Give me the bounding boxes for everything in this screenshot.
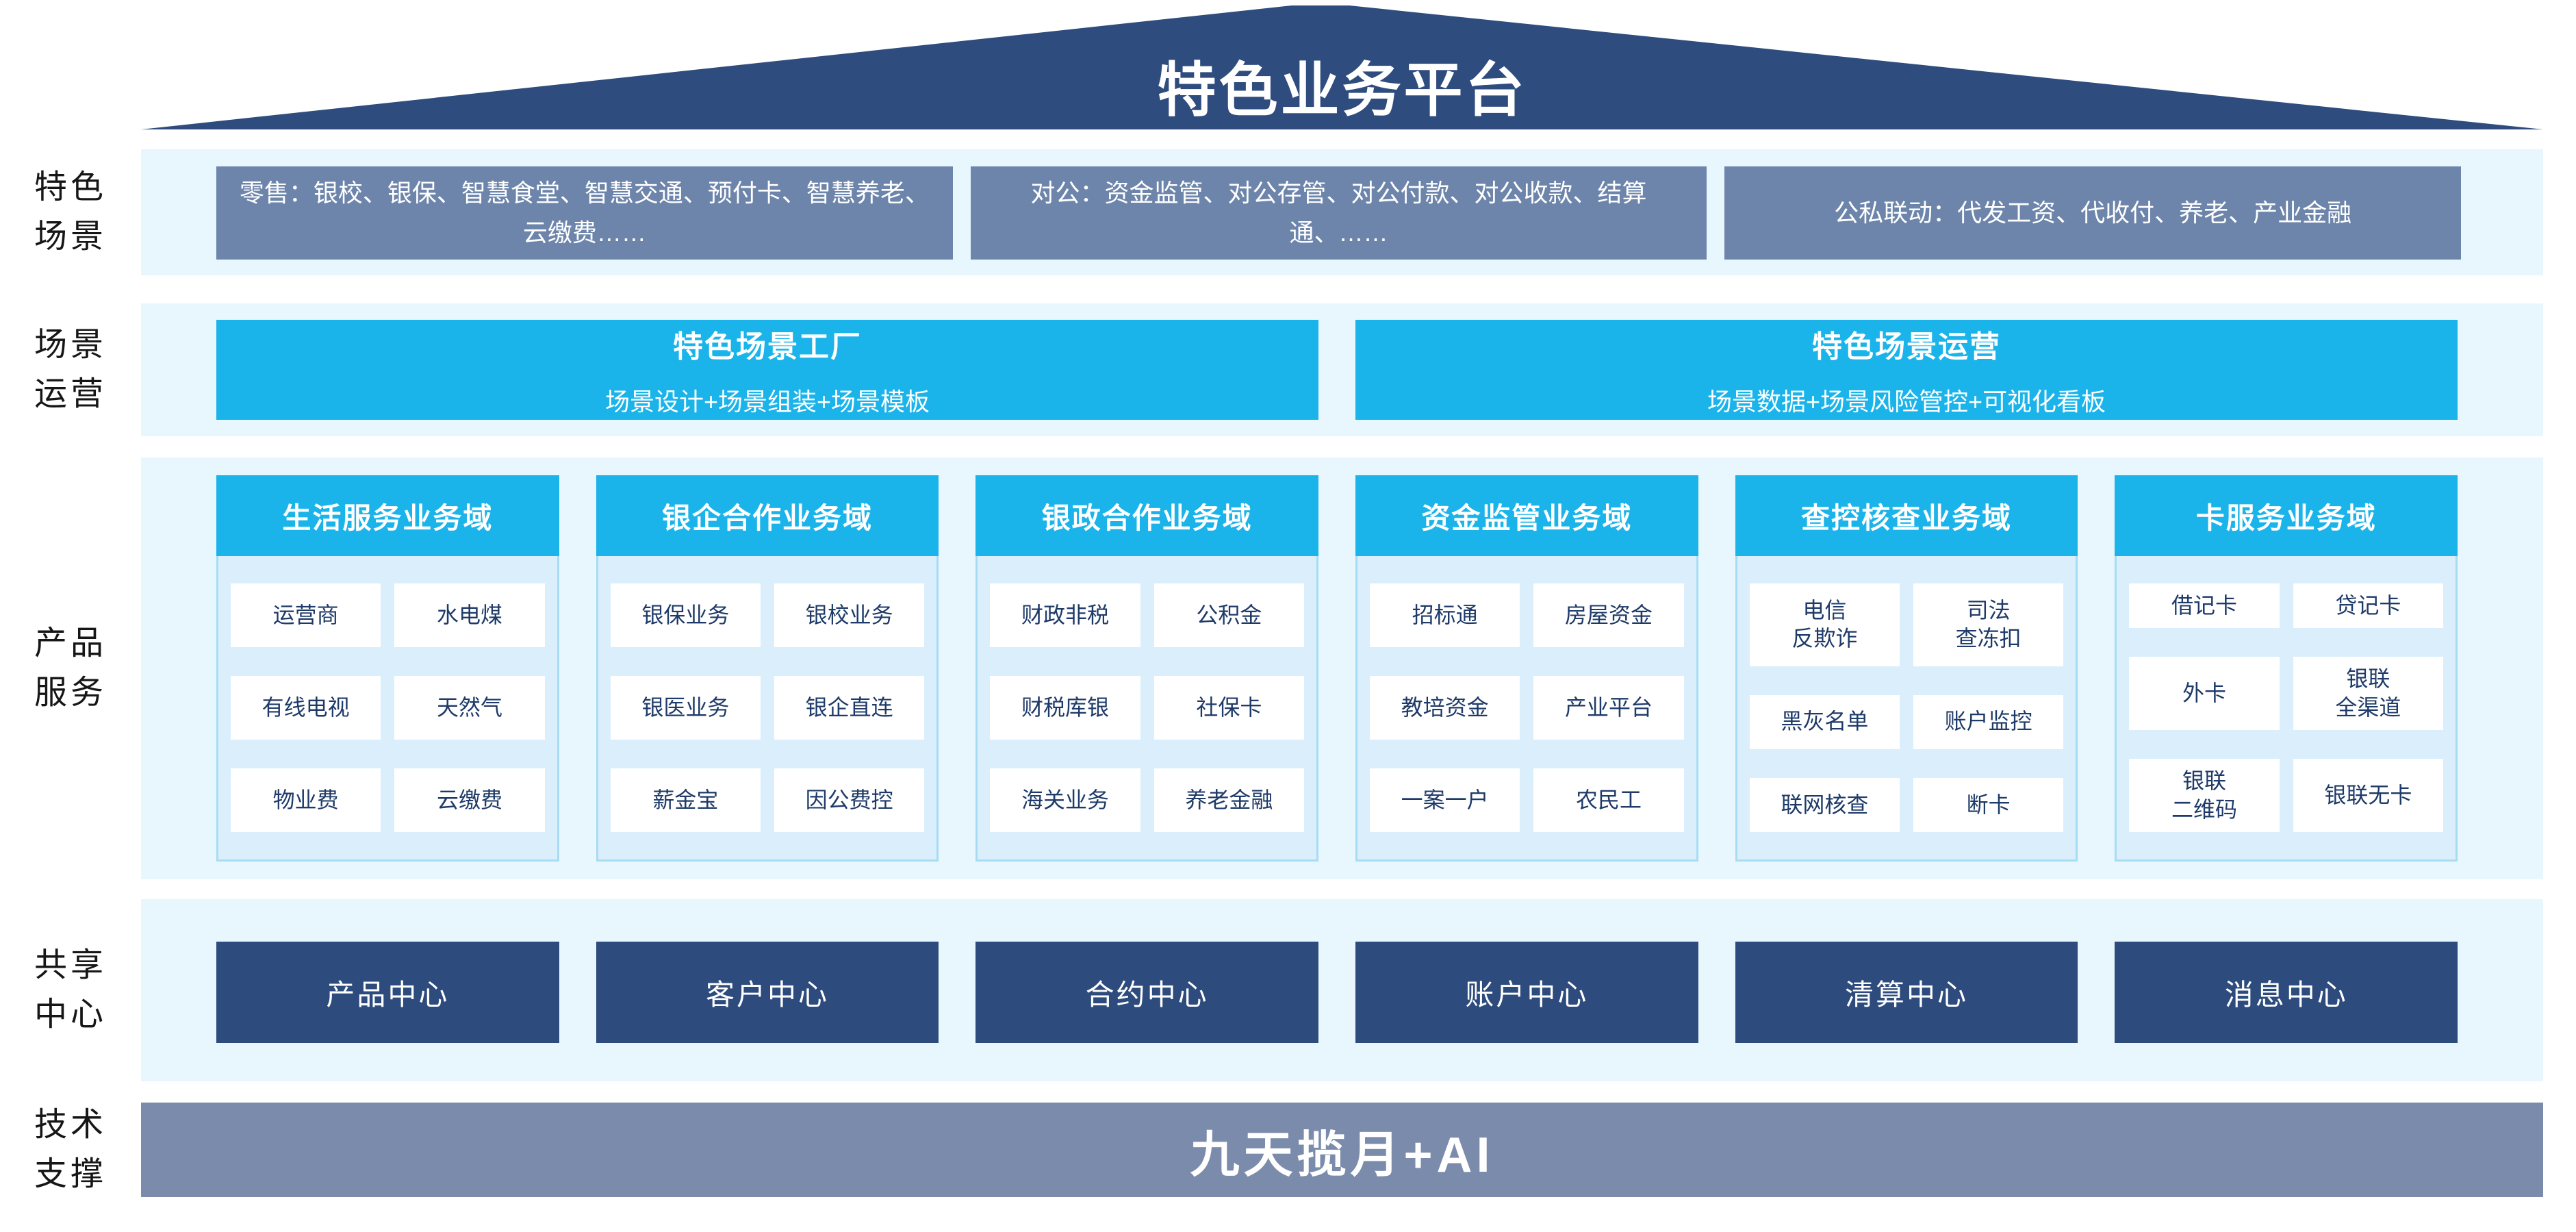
side-label-operations: 场景 运营: [34, 327, 107, 412]
product-column-bank-enterprise: 银企合作业务域 银保业务 银校业务 银医业务 银企直连 薪金宝 因公费控: [596, 475, 939, 862]
product-cell: 银联 二维码: [2129, 759, 2280, 832]
product-cell: 房屋资金: [1533, 583, 1684, 647]
product-cell: 账户监控: [1913, 694, 2064, 749]
product-cell: 薪金宝: [610, 768, 761, 832]
product-cell: 公积金: [1153, 583, 1305, 647]
product-column-card-services: 卡服务业务域 借记卡 贷记卡 外卡 银联 全渠道 银联 二维码 银联无卡: [2115, 475, 2458, 862]
product-cell: 银企直连: [774, 676, 925, 740]
product-column-header: 查控核查业务域: [1735, 475, 2078, 556]
shared-center-clearing: 清算中心: [1735, 942, 2078, 1043]
product-cell: 水电煤: [394, 583, 545, 647]
product-column-header: 银企合作业务域: [596, 475, 939, 556]
product-column-body: 借记卡 贷记卡 外卡 银联 全渠道 银联 二维码 银联无卡: [2115, 556, 2458, 862]
op-box-scene-operation: 特色场景运营 场景数据+场景风险管控+可视化看板: [1355, 320, 2458, 420]
product-column-body: 财政非税 公积金 财税库银 社保卡 海关业务 养老金融: [975, 556, 1319, 862]
product-cell: 教培资金: [1370, 676, 1520, 740]
product-column-body: 电信 反欺诈 司法 查冻扣 黑灰名单 账户监控 联网核查 断卡: [1735, 556, 2078, 862]
roof-title: 特色业务平台: [1157, 58, 1527, 123]
product-column-header: 资金监管业务域: [1355, 475, 1698, 556]
product-cell: 一案一户: [1370, 768, 1520, 832]
product-cell: 银保业务: [610, 583, 761, 647]
product-cell: 银校业务: [774, 583, 925, 647]
product-column-body: 银保业务 银校业务 银医业务 银企直连 薪金宝 因公费控: [596, 556, 939, 862]
product-cell: 产业平台: [1533, 676, 1684, 740]
product-cell: 招标通: [1370, 583, 1520, 647]
op-box-title: 特色场景运营: [1812, 330, 2001, 364]
product-cell: 外卡: [2129, 657, 2280, 731]
scene-box-public-private: 公私联动：代发工资、代收付、养老、产业金融: [1724, 166, 2462, 260]
product-cell: 借记卡: [2129, 583, 2280, 629]
product-cell: 天然气: [394, 676, 545, 740]
product-cell: 贷记卡: [2293, 583, 2444, 629]
scene-box-corporate: 对公：资金监管、对公存管、对公付款、对公收款、结算通、……: [970, 166, 1707, 260]
product-cell: 银联无卡: [2293, 759, 2444, 832]
product-cell: 运营商: [231, 583, 381, 647]
product-column-body: 招标通 房屋资金 教培资金 产业平台 一案一户 农民工: [1355, 556, 1698, 862]
product-column-body: 运营商 水电煤 有线电视 天然气 物业费 云缴费: [216, 556, 559, 862]
shared-center-message: 消息中心: [2115, 942, 2458, 1043]
op-box-title: 特色场景工厂: [673, 330, 862, 364]
side-label-tech-support: 技术 支撑: [34, 1107, 107, 1192]
side-label-products: 产品 服务: [34, 625, 107, 711]
product-column-header: 卡服务业务域: [2115, 475, 2458, 556]
shared-center-customer: 客户中心: [596, 942, 939, 1043]
product-column-inquiry-control: 查控核查业务域 电信 反欺诈 司法 查冻扣 黑灰名单 账户监控 联网核查 断卡: [1735, 475, 2078, 862]
scene-box-retail: 零售：银校、银保、智慧食堂、智慧交通、预付卡、智慧养老、云缴费……: [216, 166, 953, 260]
product-cell: 物业费: [231, 768, 381, 832]
product-cell: 黑灰名单: [1749, 694, 1900, 749]
product-cell: 因公费控: [774, 768, 925, 832]
product-column-bank-government: 银政合作业务域 财政非税 公积金 财税库银 社保卡 海关业务 养老金融: [975, 475, 1319, 862]
product-cell: 有线电视: [231, 676, 381, 740]
product-cell: 银医业务: [610, 676, 761, 740]
band-shared-centers: 产品中心 客户中心 合约中心 账户中心 清算中心 消息中心: [141, 899, 2543, 1081]
tech-support-banner: 九天揽月+AI: [141, 1103, 2543, 1197]
op-box-subtitle: 场景设计+场景组装+场景模板: [604, 388, 930, 416]
product-cell: 社保卡: [1153, 676, 1305, 740]
op-box-subtitle: 场景数据+场景风险管控+可视化看板: [1707, 388, 2106, 416]
band-product-services: 生活服务业务域 运营商 水电煤 有线电视 天然气 物业费 云缴费 银企合作业务域…: [141, 457, 2543, 879]
product-cell: 电信 反欺诈: [1749, 583, 1900, 666]
band-scene-operations: 特色场景工厂 场景设计+场景组装+场景模板 特色场景运营 场景数据+场景风险管控…: [141, 303, 2543, 436]
side-label-shared-centers: 共享 中心: [34, 947, 107, 1033]
op-box-scene-factory: 特色场景工厂 场景设计+场景组装+场景模板: [216, 320, 1318, 420]
product-column-header: 生活服务业务域: [216, 475, 559, 556]
shared-center-contract: 合约中心: [975, 942, 1319, 1043]
product-cell: 财政非税: [990, 583, 1140, 647]
product-cell: 农民工: [1533, 768, 1684, 832]
band-scenes: 零售：银校、银保、智慧食堂、智慧交通、预付卡、智慧养老、云缴费…… 对公：资金监…: [141, 149, 2543, 275]
product-cell: 断卡: [1913, 777, 2064, 832]
side-label-scenes: 特色 场景: [34, 169, 107, 255]
product-cell: 联网核查: [1749, 777, 1900, 832]
product-column-fund-supervision: 资金监管业务域 招标通 房屋资金 教培资金 产业平台 一案一户 农民工: [1355, 475, 1698, 862]
product-cell: 养老金融: [1153, 768, 1305, 832]
product-cell: 云缴费: [394, 768, 545, 832]
shared-center-account: 账户中心: [1355, 942, 1698, 1043]
product-cell: 财税库银: [990, 676, 1140, 740]
product-cell: 海关业务: [990, 768, 1140, 832]
product-column-life-services: 生活服务业务域 运营商 水电煤 有线电视 天然气 物业费 云缴费: [216, 475, 559, 862]
product-column-header: 银政合作业务域: [975, 475, 1319, 556]
product-cell: 司法 查冻扣: [1913, 583, 2064, 666]
product-cell: 银联 全渠道: [2293, 657, 2444, 731]
shared-center-product: 产品中心: [216, 942, 559, 1043]
